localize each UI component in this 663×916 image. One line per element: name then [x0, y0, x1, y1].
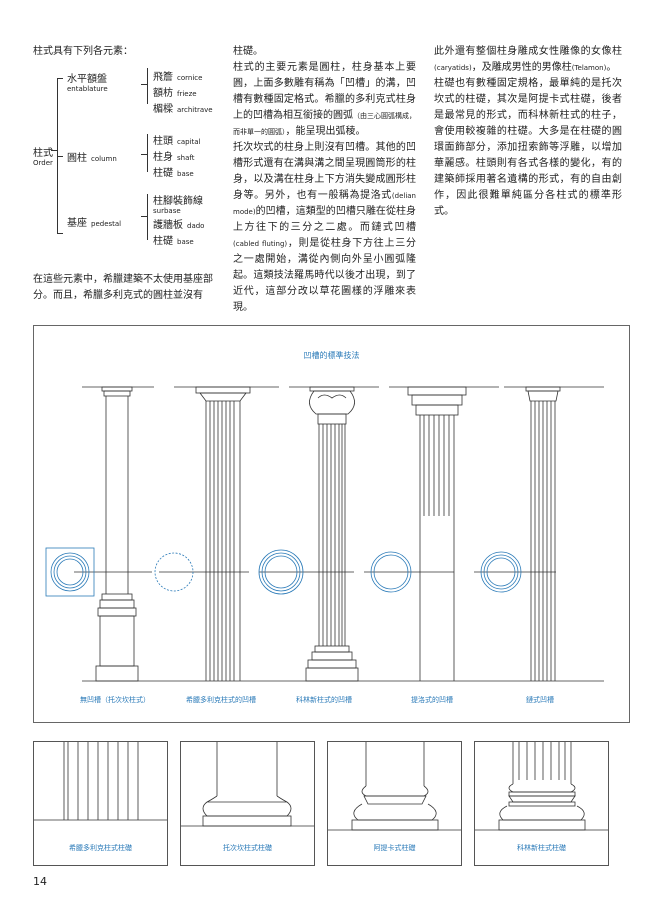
capital-label: 柱頭	[153, 136, 173, 147]
base-box-attic: 阿提卡式柱礎	[327, 741, 462, 866]
architrave-label: 楣樑	[153, 104, 173, 115]
base-en: base	[177, 170, 194, 178]
figure-title: 凹槽的標準技法	[303, 351, 360, 360]
page-number: 14	[33, 875, 47, 888]
text-column-1: 柱式具有下列各元素：	[33, 44, 213, 60]
column-en: column	[91, 155, 117, 163]
base-box-corinthian: 科林新柱式柱礎	[474, 741, 609, 866]
column-label: 圓柱	[67, 153, 87, 164]
attic-base-drawing	[328, 742, 461, 831]
capital-en: capital	[177, 138, 201, 146]
frieze-label: 額枋	[153, 88, 173, 99]
base-caption-corinthian: 科林新柱式柱礎	[517, 844, 566, 852]
text-column-2: 柱礎。 柱式的主要元素是圓柱，柱身基本上要圓，上面多數雕有稱為「凹槽」的溝，凹槽…	[233, 44, 416, 316]
tree-pedestal: 基座 pedestal	[67, 214, 121, 229]
base-box-tuscan: 托次坎柱式柱礎	[180, 741, 315, 866]
col2-p3-small2: (cabled fluting)	[233, 240, 288, 248]
tree-capital: 柱頭 capital	[153, 132, 201, 147]
entablature-label: 水平額盤	[67, 74, 107, 85]
tree-root-en: Order	[33, 159, 53, 167]
text-column-1-bottom: 在這些元素中，希臘建築不太使用基座部分。而且，希臘多利克式的圓柱並沒有	[33, 272, 213, 304]
dado-en: dado	[187, 222, 205, 230]
tuscan-base-drawing	[181, 742, 314, 827]
tree-column: 圓柱 column	[67, 149, 117, 164]
fluting-figure: 凹槽的標準技法	[33, 325, 630, 723]
col3-p1: 此外還有整個柱身雕成女性雕像的女像柱 (caryatids)，及雕成男性的男像柱(…	[434, 44, 622, 76]
base-caption-attic: 阿提卡式柱礎	[373, 844, 416, 852]
surbase-label: 柱腳裝飾線	[153, 196, 203, 207]
tree-shaft: 柱身 shaft	[153, 148, 194, 163]
caption-greek-doric-fluting: 希臘多利克柱式的凹槽	[186, 696, 256, 704]
col3-p1a: 此外還有整個柱身雕成女性雕像的女像柱	[434, 46, 622, 57]
frieze-en: frieze	[177, 90, 197, 98]
tree-architrave: 楣樑 architrave	[153, 100, 213, 115]
col2-p1: 柱礎。	[233, 46, 263, 57]
caption-no-fluting: 無凹槽（托次坎柱式）	[80, 696, 150, 704]
col2-p3a: 托次坎式的柱身上則沒有凹槽。其他的凹槽形式還有在溝與溝之間呈現圓筒形的柱身，以及…	[233, 142, 416, 201]
base-caption-greek-doric: 希臘多利克柱式柱礎	[69, 844, 132, 852]
architrave-en: architrave	[177, 106, 213, 114]
tree-base2: 柱礎 base	[153, 232, 194, 247]
shaft-label: 柱身	[153, 152, 173, 163]
col3-p2: 柱礎也有數種固定規格，最單純的是托次坎式的柱礎，其次是阿提卡式柱礎，後者是最常見…	[434, 78, 622, 217]
col2-p2-small: （由三心圓弧構成，而非單一的圓弧）	[233, 112, 416, 136]
tree-cornice: 飛簷 cornice	[153, 68, 202, 83]
tree-dado: 護牆板 dado	[153, 216, 204, 231]
col2-p3: 托次坎式的柱身上則沒有凹槽。其他的凹槽形式還有在溝與溝之間呈現圓筒形的柱身，以及…	[233, 140, 416, 316]
col2-p2b: ，能呈現出弧稜。	[285, 126, 366, 137]
pedestal-label: 基座	[67, 218, 87, 229]
dado-label: 護牆板	[153, 220, 183, 231]
caption-cabled-fluting: 鏈式凹槽	[526, 696, 554, 704]
tree-root-label: 柱式	[33, 148, 53, 159]
tree-base: 柱礎 base	[153, 164, 194, 179]
corinthian-base-drawing	[475, 742, 608, 831]
col2-p2: 柱式的主要元素是圓柱，柱身基本上要圓，上面多數雕有稱為「凹槽」的溝，凹槽有數種固…	[233, 60, 416, 140]
col3-p1-small2: (Telamon)	[571, 64, 607, 72]
fluting-illustration	[45, 386, 604, 682]
cornice-label: 飛簷	[153, 72, 173, 83]
order-elements-heading: 柱式具有下列各元素：	[33, 46, 133, 57]
entablature-en: entablature	[67, 85, 108, 93]
cornice-en: cornice	[177, 74, 203, 82]
tree-entablature: 水平額盤 entablature	[67, 70, 108, 93]
base2-label: 柱礎	[153, 236, 173, 247]
col1-body: 在這些元素中，希臘建築不太使用基座部分。而且，希臘多利克式的圓柱並沒有	[33, 274, 213, 301]
greek-doric-base-drawing	[34, 742, 167, 821]
tree-root: 柱式 Order	[33, 144, 53, 167]
col2-p3-small1: (delian mode)	[233, 192, 416, 216]
text-column-3: 此外還有整個柱身雕成女性雕像的女像柱 (caryatids)，及雕成男性的男像柱(…	[434, 44, 622, 220]
tree-frieze: 額枋 frieze	[153, 84, 197, 99]
col3-p1c: 。	[606, 62, 617, 73]
base2-en: base	[177, 238, 194, 246]
order-elements-diagram: 柱式 Order 水平額盤 entablature 圓柱 column 基座 ped…	[33, 66, 223, 266]
shaft-en: shaft	[177, 154, 195, 162]
col2-p3c: ，則是從柱身下方往上三分之一處開始，溝從內側向外呈小圓弧隆起。這類技法羅馬時代以…	[233, 238, 416, 313]
col2-p3b: 的凹槽，這類型的凹槽只雕在從柱身上方往下的三分之二處。而鏈式凹槽	[233, 206, 416, 233]
col2-p2a: 柱式的主要元素是圓柱，柱身基本上要圓，上面多數雕有稱為「凹槽」的溝，凹槽有數種固…	[233, 62, 416, 121]
surbase-en: surbase	[153, 207, 181, 215]
caption-delian-fluting: 提洛式的凹槽	[411, 696, 453, 704]
col3-p1b: ，及雕成男性的男像柱	[471, 62, 572, 73]
base-label: 柱礎	[153, 168, 173, 179]
pedestal-en: pedestal	[91, 220, 122, 228]
caption-corinthian-fluting: 科林新柱式的凹槽	[296, 696, 352, 704]
base-box-greek-doric: 希臘多利克柱式柱礎	[33, 741, 168, 866]
col3-p1-small1: (caryatids)	[434, 64, 472, 72]
base-caption-tuscan: 托次坎柱式柱礎	[223, 844, 272, 852]
